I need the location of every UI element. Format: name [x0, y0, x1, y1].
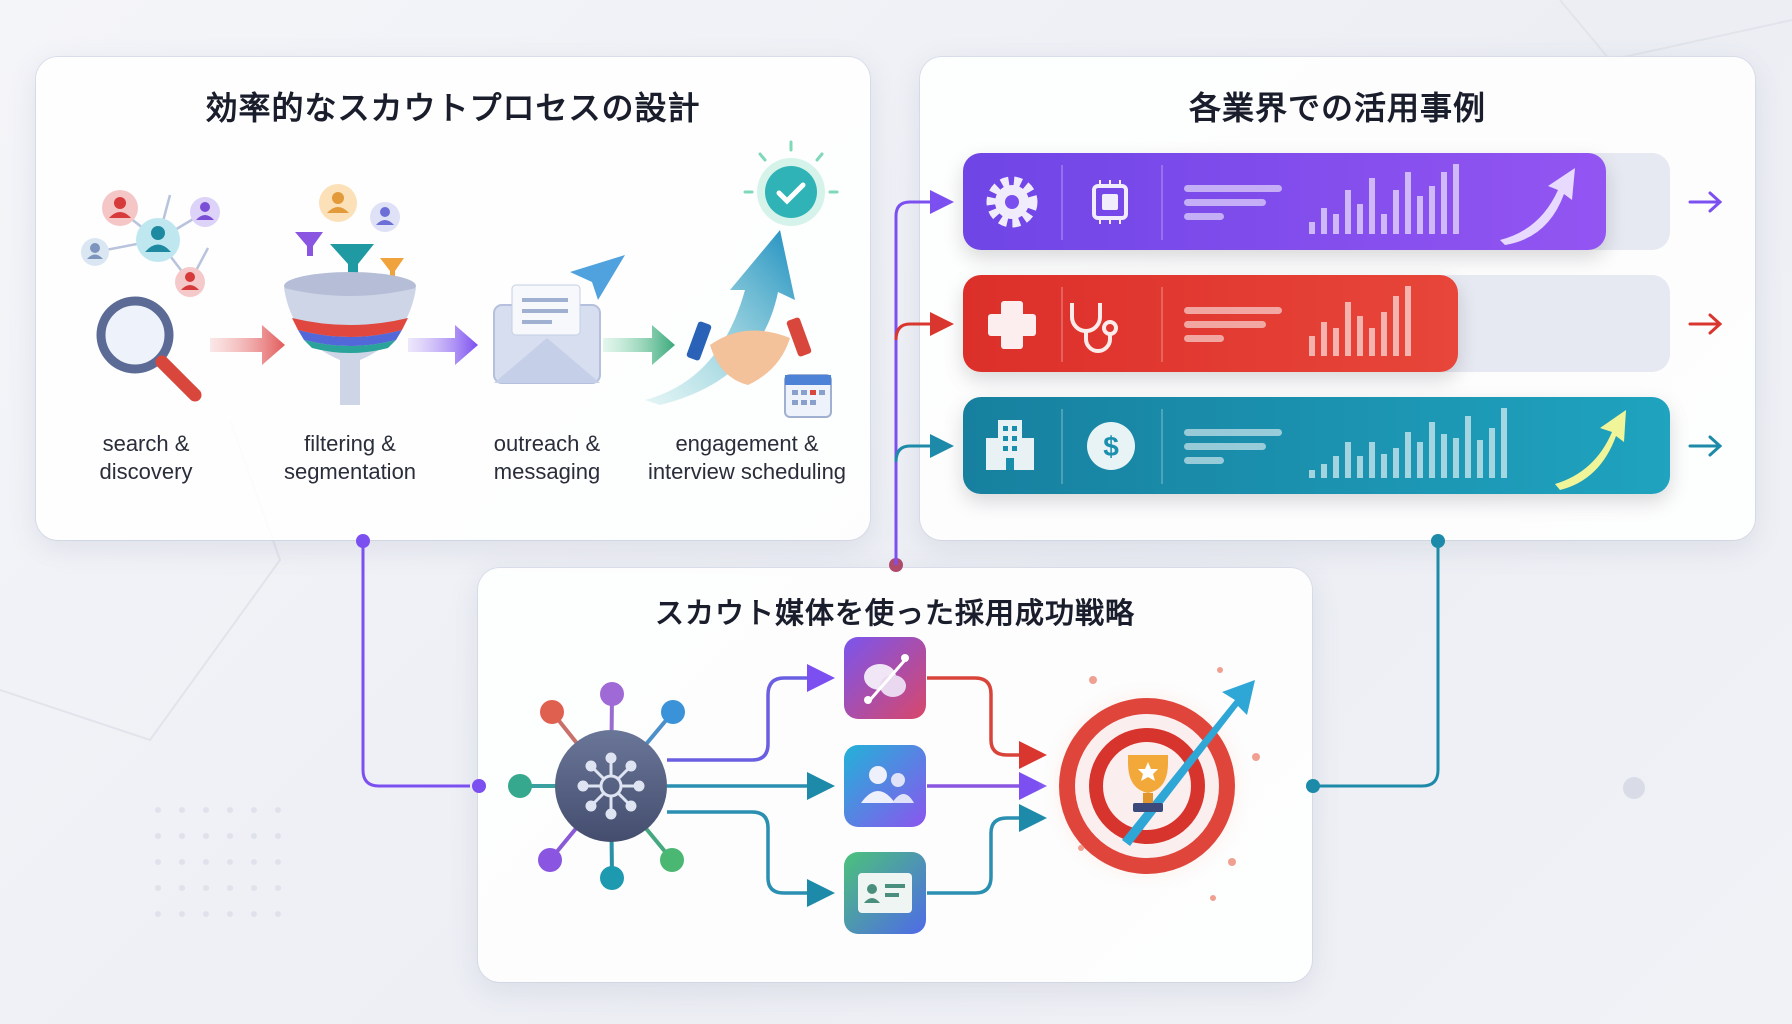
spark-bar	[1453, 438, 1459, 478]
spark-bar	[1465, 416, 1471, 478]
spark-bar	[1357, 316, 1363, 356]
flow-arrow-icon	[603, 325, 675, 365]
spark-bar	[1321, 464, 1327, 478]
step-label-line: outreach &	[493, 431, 601, 456]
spark-bar	[1429, 186, 1435, 234]
spark-bar	[1333, 214, 1339, 234]
spark-bar	[1417, 442, 1423, 478]
step-label-line: messaging	[493, 459, 601, 484]
spark-bar	[1477, 440, 1483, 478]
industry-bar-finance	[963, 397, 1670, 494]
spark-bar	[1345, 302, 1351, 356]
spark-bar	[1393, 448, 1399, 478]
connector-left	[356, 534, 486, 793]
step-search-discovery: search & discovery	[36, 430, 256, 486]
step-label-line: interview scheduling	[647, 459, 847, 484]
spark-bar	[1381, 214, 1387, 234]
step-engagement-scheduling: engagement & interview scheduling	[627, 430, 867, 486]
progress-fill	[963, 397, 1670, 494]
step-label-line: search &	[102, 431, 190, 456]
sparkline-bars	[1309, 164, 1507, 478]
spark-bar	[1405, 286, 1411, 356]
envelope-paper-plane-icon	[493, 255, 625, 384]
text-lines-icon	[1184, 185, 1282, 464]
strategy-title: スカウト媒体を使った採用成功戦略	[654, 598, 1135, 630]
spark-bar	[1417, 196, 1423, 234]
chip-icon	[1092, 180, 1128, 224]
spark-bar	[1489, 428, 1495, 478]
svg-text:$: $	[1103, 431, 1119, 462]
step-label-line: discovery	[99, 459, 193, 484]
process-title: 効率的なスカウトプロセスの設計	[205, 90, 701, 126]
medical-cross-icon	[988, 301, 1036, 349]
connector-center	[889, 190, 954, 572]
spark-bar	[1309, 336, 1315, 356]
process-panel: 効率的なスカウトプロセスの設計	[36, 57, 870, 540]
building-icon	[986, 420, 1034, 470]
step-outreach-messaging: outreach & messaging	[437, 430, 657, 486]
chat-network-icon	[844, 637, 926, 719]
step-label-line: segmentation	[283, 459, 417, 484]
magnifier-network-icon	[81, 190, 220, 402]
connector-right	[1306, 534, 1445, 793]
stethoscope-icon	[1070, 303, 1118, 353]
handshake-calendar-icon	[645, 140, 839, 418]
spark-bar	[1345, 442, 1351, 478]
spark-bar	[1393, 296, 1399, 356]
users-icon	[844, 745, 926, 827]
spark-bar	[1405, 432, 1411, 478]
spark-bar	[1441, 172, 1447, 234]
trend-arrow-icon	[1555, 410, 1626, 490]
spark-bar	[1393, 190, 1399, 234]
spark-bar	[1309, 222, 1315, 234]
flow-arrow-icon	[408, 325, 478, 365]
spark-bar	[1309, 470, 1315, 478]
spark-bar	[1357, 204, 1363, 234]
spark-bar	[1357, 456, 1363, 478]
spark-bar	[1345, 190, 1351, 234]
row-arrow-icon[interactable]	[1688, 191, 1723, 457]
industry-title: 各業界での活用事例	[1188, 90, 1486, 126]
network-hub-icon	[508, 682, 685, 890]
target-trophy-icon	[1037, 667, 1260, 901]
step-filtering-segmentation: filtering & segmentation	[240, 430, 460, 486]
spark-bar	[1333, 456, 1339, 478]
spark-bar	[1321, 322, 1327, 356]
profile-card-icon	[844, 852, 926, 934]
step-label-line: filtering &	[304, 431, 396, 456]
spark-bar	[1429, 422, 1435, 478]
funnel-icon	[284, 184, 416, 405]
spark-bar	[1321, 208, 1327, 234]
trend-arrow-icon	[1500, 168, 1575, 245]
spark-bar	[1441, 434, 1447, 478]
spark-bar	[1405, 172, 1411, 234]
spark-bar	[1333, 328, 1339, 356]
spark-bar	[1369, 328, 1375, 356]
spark-bar	[1381, 454, 1387, 478]
progress-fill	[963, 153, 1607, 250]
step-label-line: engagement &	[675, 431, 819, 456]
spark-bar	[1501, 408, 1507, 478]
flow-arrow-icon	[210, 325, 285, 365]
spark-bar	[1369, 178, 1375, 234]
spark-bar	[1369, 442, 1375, 478]
gear-icon	[986, 176, 1038, 228]
spark-bar	[1381, 312, 1387, 356]
spark-bar	[1453, 164, 1459, 234]
dollar-icon: $	[1087, 422, 1135, 470]
